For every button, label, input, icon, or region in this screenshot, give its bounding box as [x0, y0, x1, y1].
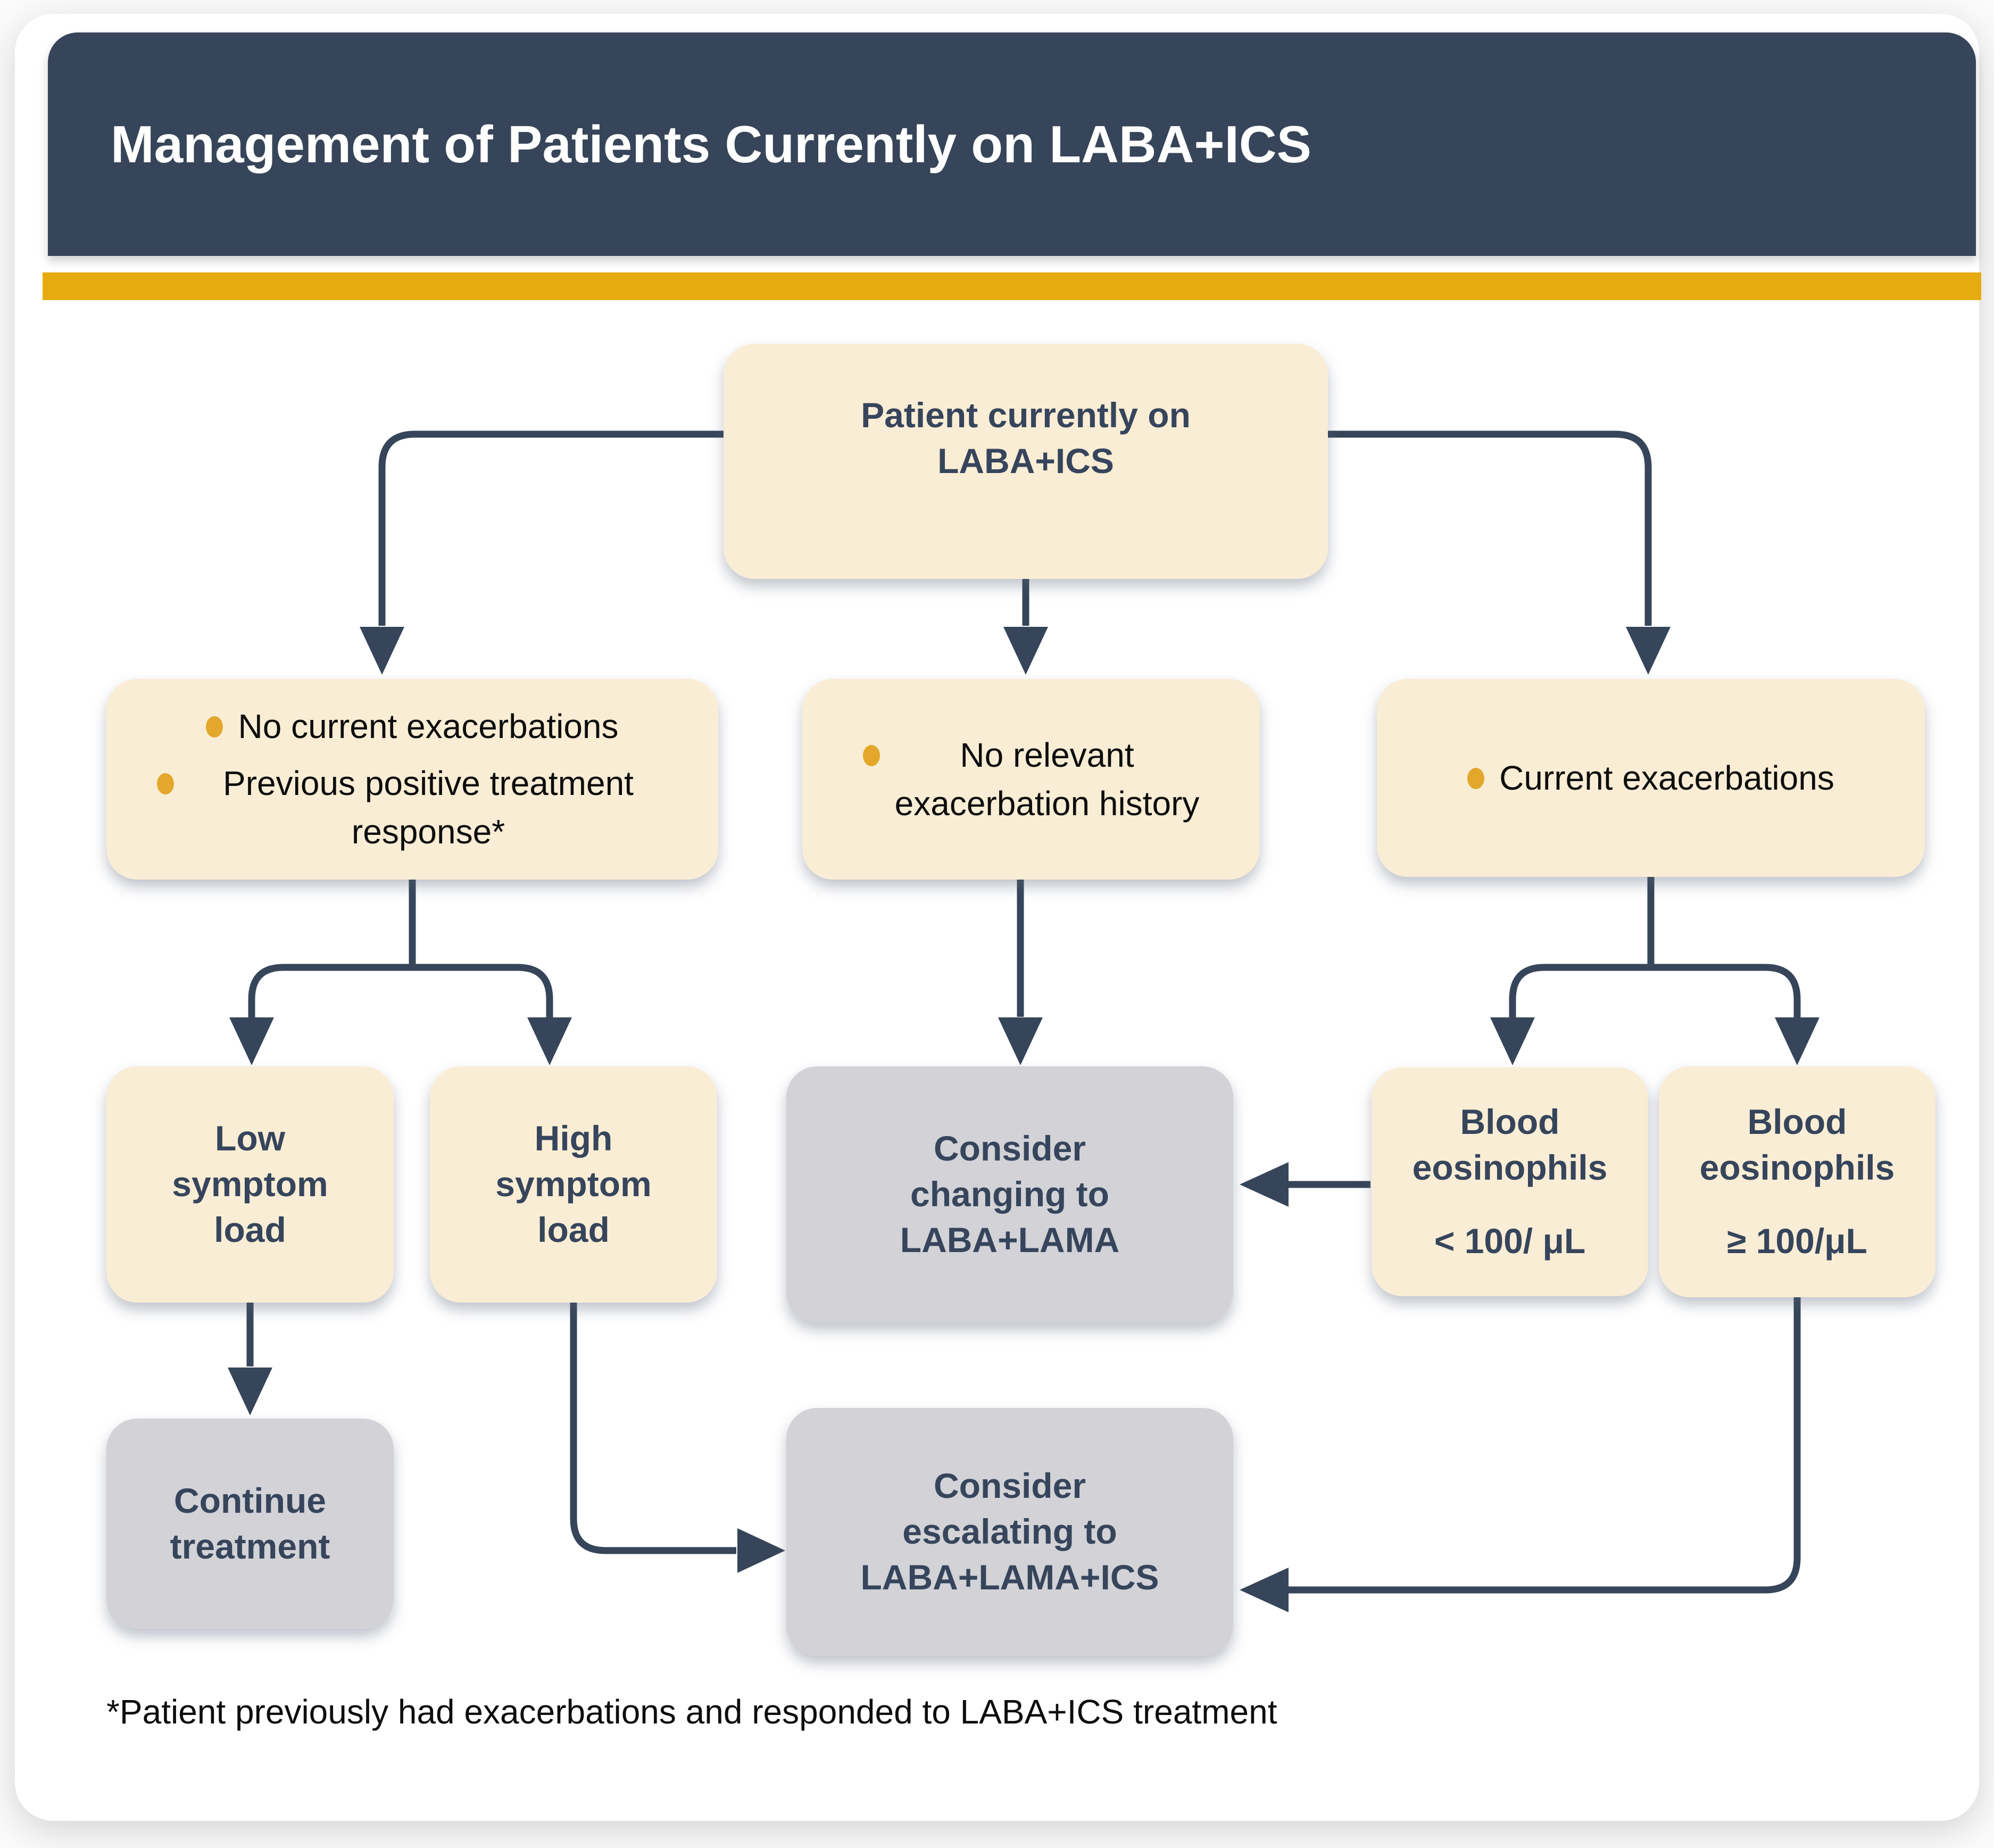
node-no-exacerbations: No current exacerbations Previous positi…	[106, 679, 718, 880]
arrowhead-continue-icon	[228, 1368, 272, 1415]
bullet-label: Current exacerbations	[1499, 758, 1834, 797]
header-bar: Management of Patients Currently on LABA…	[48, 32, 1976, 256]
bullet-dot-icon	[157, 773, 174, 795]
node-eosinophils-low: Blood eosinophils < 100/ μL	[1372, 1067, 1648, 1296]
connector-left-split	[248, 964, 553, 1018]
node-patient-label: Patient currently on LABA+ICS	[861, 395, 1191, 480]
node-low-symptom-label: Low symptom load	[172, 1118, 328, 1249]
bullet-dot-icon	[206, 716, 223, 738]
bullet-dot-icon	[862, 744, 880, 766]
flowchart: Patient currently on LABA+ICS No current…	[15, 14, 1994, 1848]
accent-divider	[43, 272, 1981, 300]
arrowhead-escalating-left-icon	[737, 1528, 785, 1573]
bullet-label: Previous positive treatment response*	[223, 764, 634, 851]
bullet-item: Current exacerbations	[1467, 754, 1834, 802]
node-high-symptom-label: High symptom load	[495, 1118, 652, 1249]
connector-top-to-left	[378, 430, 724, 626]
node-continue-label: Continue treatment	[170, 1481, 330, 1566]
node-high-symptom-load: High symptom load	[430, 1066, 717, 1303]
arrowhead-left-branch-icon	[360, 627, 404, 675]
node-consider-changing: Consider changing to LABA+LAMA	[786, 1066, 1233, 1323]
arrowhead-consider-changing-icon	[998, 1017, 1043, 1065]
node-consider-escalating: Consider escalating to LABA+LAMA+ICS	[786, 1408, 1233, 1656]
arrowhead-escalating-right-icon	[1240, 1568, 1289, 1612]
arrowhead-low-symptom-icon	[229, 1017, 274, 1065]
arrowhead-eos-low-icon	[1490, 1017, 1535, 1065]
node-eosinophils-high: Blood eosinophils ≥ 100/μL	[1659, 1066, 1935, 1297]
arrowhead-eos-high-icon	[1775, 1017, 1819, 1065]
node-no-relevant-history: No relevant exacerbation history	[802, 679, 1260, 880]
connector-eoshigh-to-escalating	[1287, 1297, 1801, 1594]
arrowhead-right-branch-icon	[1626, 627, 1671, 675]
bullet-dot-icon	[1467, 767, 1485, 789]
node-eos-low-title: Blood eosinophils	[1412, 1102, 1608, 1188]
node-eos-high-title: Blood eosinophils	[1699, 1102, 1895, 1188]
node-low-symptom-load: Low symptom load	[106, 1066, 394, 1303]
node-consider-changing-label: Consider changing to LABA+LAMA	[900, 1129, 1120, 1259]
arrowhead-into-changing-icon	[1240, 1162, 1289, 1207]
arrowhead-middle-branch-icon	[1003, 627, 1048, 675]
bullet-item: Previous positive treatment response*	[157, 759, 668, 856]
connector-high-to-escalating	[570, 1303, 736, 1554]
node-patient-current: Patient currently on LABA+ICS	[724, 344, 1328, 579]
footnote: *Patient previously had exacerbations an…	[106, 1693, 1277, 1731]
figure-card: Management of Patients Currently on LABA…	[15, 14, 1981, 1821]
bullet-label: No current exacerbations	[238, 707, 619, 746]
bullet-item: No current exacerbations	[206, 702, 619, 751]
node-current-exacerbations: Current exacerbations	[1377, 679, 1925, 877]
node-eos-low-value: < 100/ μL	[1434, 1221, 1586, 1261]
bullet-item: No relevant exacerbation history	[862, 731, 1200, 828]
arrowhead-high-symptom-icon	[527, 1017, 572, 1065]
connector-right-split	[1509, 964, 1801, 1018]
node-eos-high-value: ≥ 100/μL	[1727, 1221, 1867, 1261]
node-continue-treatment: Continue treatment	[106, 1419, 394, 1629]
figure-title: Management of Patients Currently on LABA…	[111, 114, 1312, 173]
bullet-label: No relevant exacerbation history	[894, 735, 1200, 823]
connector-top-to-right	[1328, 430, 1652, 626]
node-consider-escalating-label: Consider escalating to LABA+LAMA+ICS	[860, 1466, 1159, 1597]
